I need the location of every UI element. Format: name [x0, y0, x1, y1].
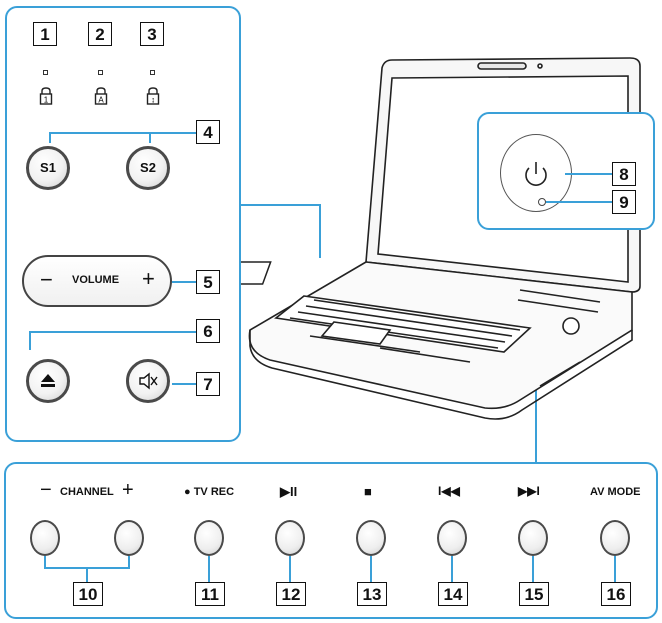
channel-label-group: − CHANNEL + — [40, 479, 140, 501]
av-buttons-panel — [4, 462, 658, 619]
mute-icon — [139, 372, 158, 390]
tv-rec-button[interactable] — [194, 520, 224, 556]
callout-12: 12 — [276, 582, 306, 606]
callout-3: 3 — [140, 22, 164, 46]
callout-2: 2 — [88, 22, 112, 46]
volume-label: VOLUME — [72, 274, 120, 286]
svg-text:A: A — [98, 96, 104, 105]
eject-icon — [41, 374, 55, 387]
s1-button[interactable]: S1 — [26, 146, 70, 190]
callout-1: 1 — [33, 22, 57, 46]
prev-track-button[interactable] — [437, 520, 467, 556]
callout-10: 10 — [73, 582, 103, 606]
channel-up-button[interactable] — [114, 520, 144, 556]
callout-8: 8 — [612, 162, 636, 186]
num-lock-indicator — [43, 70, 48, 75]
next-track-button[interactable] — [518, 520, 548, 556]
channel-down-button[interactable] — [30, 520, 60, 556]
caps-lock-indicator — [98, 70, 103, 75]
stop-label: ■ — [364, 484, 372, 499]
svg-text:↕: ↕ — [151, 96, 155, 105]
volume-up-label[interactable]: + — [142, 266, 155, 291]
callout-16: 16 — [601, 582, 631, 606]
lock-icon: ↕ — [145, 86, 161, 109]
channel-plus-label: + — [122, 479, 134, 501]
callout-15: 15 — [519, 582, 549, 606]
channel-label: CHANNEL — [60, 486, 114, 498]
svg-text:1: 1 — [44, 96, 49, 105]
scroll-lock-indicator — [150, 70, 155, 75]
callout-4: 4 — [196, 120, 220, 144]
mute-button[interactable] — [126, 359, 170, 403]
av-mode-label: AV MODE — [590, 486, 641, 498]
prev-track-label: I◀◀ — [438, 484, 460, 498]
laptop-base — [195, 261, 633, 420]
callout-13: 13 — [357, 582, 387, 606]
callout-14: 14 — [438, 582, 468, 606]
callout-9: 9 — [612, 190, 636, 214]
lock-icon: 1 — [38, 86, 54, 109]
callout-5: 5 — [196, 270, 220, 294]
s2-button[interactable]: S2 — [126, 146, 170, 190]
volume-control[interactable]: − VOLUME + — [22, 255, 172, 307]
callout-11: 11 — [195, 582, 225, 606]
volume-down-label[interactable]: − — [40, 267, 53, 292]
play-pause-label: ▶II — [280, 484, 298, 499]
eject-button[interactable] — [26, 359, 70, 403]
power-button[interactable] — [500, 134, 572, 212]
av-mode-button[interactable] — [600, 520, 630, 556]
leader-line-left — [241, 204, 321, 258]
power-indicator — [538, 198, 546, 206]
power-icon — [525, 162, 547, 186]
channel-minus-label: − — [40, 479, 52, 501]
tv-rec-label: ● TV REC — [184, 486, 235, 498]
next-track-label: ▶▶I — [518, 484, 540, 498]
lock-icon: A — [93, 86, 109, 109]
callout-7: 7 — [196, 372, 220, 396]
stop-button[interactable] — [356, 520, 386, 556]
callout-6: 6 — [196, 319, 220, 343]
play-pause-button[interactable] — [275, 520, 305, 556]
